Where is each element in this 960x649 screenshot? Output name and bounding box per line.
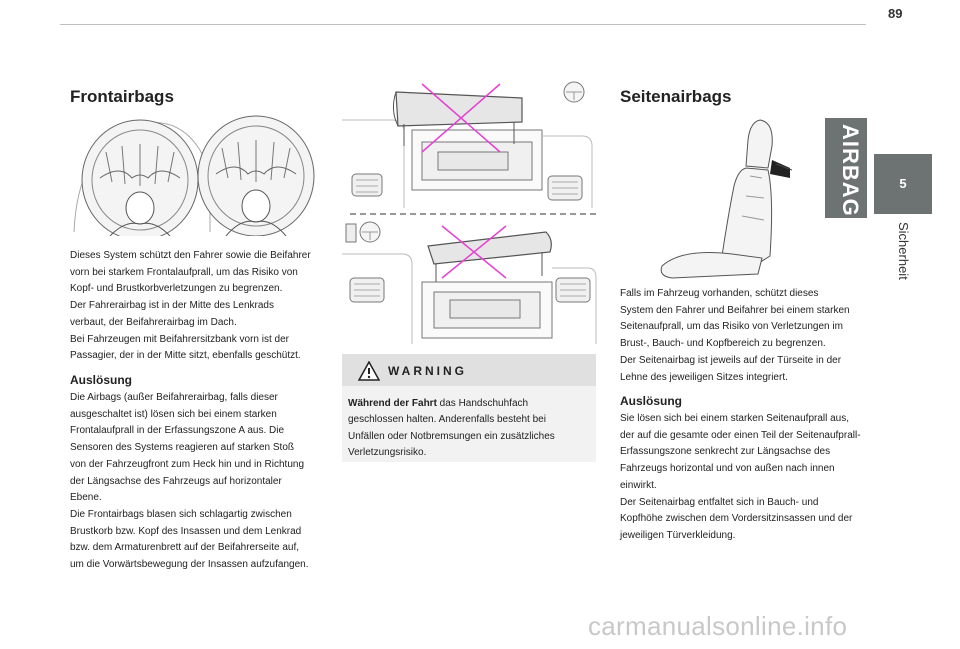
chapter-title-vertical: Sicherheit — [896, 222, 911, 292]
text-line: Falls im Fahrzeug vorhanden, schützt die… — [620, 288, 819, 299]
warning-header: WARNING — [342, 354, 596, 386]
text-line: einwirkt. — [620, 479, 657, 491]
text-line: Unfällen oder Notbremsungen ein zusätzli… — [348, 430, 555, 442]
text-line: System den Fahrer und Beifahrer bei eine… — [620, 304, 850, 316]
frontairbags-description: Dieses System schützt den Fahrer sowie d… — [70, 248, 332, 365]
airbag-label-vertical: AIRBAG — [825, 118, 867, 218]
warning-box: WARNING Während der Fahrt das Handschuhf… — [342, 354, 596, 462]
text-line: ausgeschaltet ist) lösen sich bei einem … — [70, 408, 277, 420]
text-line: Kopf- und Brustkorbverletzungen zu begre… — [70, 283, 283, 295]
text-line: Der Fahrerairbag ist in der Mitte des Le… — [70, 300, 274, 312]
text-line: Sensoren des Systems reagieren auf stark… — [70, 442, 295, 454]
text-line: Brustkorb bzw. Kopf des Insassen und dem… — [70, 525, 302, 537]
text-line: Frontalaufprall in der Erfassungszone A … — [70, 425, 285, 437]
text-line: Verletzungsrisiko. — [348, 446, 427, 458]
text-line: bzw. dem Armaturenbrett auf der Beifahre… — [70, 542, 300, 554]
text-line: der auf die gesamte oder einen Teil der … — [620, 429, 861, 441]
frontairbags-title: Frontairbags — [70, 87, 174, 106]
text-line: vorn bei starkem Frontalaufprall, um das… — [70, 266, 298, 278]
text-line: Die Airbags (außer Beifahrerairbag, fall… — [70, 392, 278, 403]
text-line: der Längsachse des Fahrzeugs auf horizon… — [70, 475, 282, 487]
airbag-label: AIRBAG — [838, 124, 863, 217]
dashed-divider — [350, 213, 596, 215]
text-line: Lehne des jeweiligen Sitzes integriert. — [620, 371, 788, 383]
text-line: Bei Fahrzeugen mit Beifahrersitzbank vor… — [70, 333, 289, 345]
text-line: von der Fahrzeugfront zum Heck hin und i… — [70, 458, 305, 470]
text-line: Fahrzeugs horizontal und von außen nach … — [620, 463, 835, 475]
glovebox-illustration-bottom — [342, 221, 597, 344]
seitenairbags-trigger-text: Sie lösen sich bei einem starken Seitena… — [620, 411, 882, 545]
text-line: Dieses System schützt den Fahrer sowie d… — [70, 250, 311, 261]
text-line: geschlossen halten. Anderenfalls besteht… — [348, 414, 546, 426]
frontairbags-trigger-text: Die Airbags (außer Beifahrerairbag, fall… — [70, 390, 332, 574]
text-line: Erfassungszone senkrecht zur Längsachse … — [620, 446, 831, 458]
text-line: Brust-, Bauch- und Kopfbereich zu begren… — [620, 338, 826, 350]
warning-title: WARNING — [388, 364, 467, 378]
watermark: carmanualsonline.info — [588, 611, 848, 641]
text-line: jeweiligen Türverkleidung. — [620, 529, 736, 541]
text-line: Sie lösen sich bei einem starken Seitena… — [620, 413, 850, 424]
seitenairbags-title: Seitenairbags — [620, 87, 732, 106]
frontal-airbags-illustration — [70, 112, 322, 236]
text-line: Seitenaufprall, um das Risiko von Verlet… — [620, 321, 843, 333]
text-line: Der Seitenairbag entfaltet sich in Bauch… — [620, 496, 819, 508]
chapter-title: Sicherheit — [896, 222, 911, 280]
text-line: verbaut, der Beifahrerairbag im Dach. — [70, 316, 237, 328]
auslosung-heading-front: Auslösung — [70, 373, 132, 387]
text-line: Während der Fahrt das Handschuhfach — [348, 396, 586, 412]
text-line: Ebene. — [70, 492, 102, 504]
seitenairbags-description: Falls im Fahrzeug vorhanden, schützt die… — [620, 286, 882, 386]
text-line: Passagier, der in der Mitte sitzt, ebenf… — [70, 350, 301, 362]
chapter-number: 5 — [899, 176, 907, 191]
text-line: Der Seitenairbag ist jeweils auf der Tür… — [620, 354, 842, 366]
glovebox-illustration-top — [342, 81, 593, 208]
page-number: 89 — [888, 6, 903, 21]
text-line: Die Frontairbags blasen sich schlagartig… — [70, 508, 292, 520]
warning-bold: Während der Fahrt — [348, 398, 437, 409]
warning-triangle-icon — [358, 361, 380, 381]
top-rule — [60, 24, 866, 25]
text-line: Kopfhöhe zwischen dem Vordersitzinsassen… — [620, 513, 853, 525]
seat-illustration — [660, 119, 792, 279]
text-line: um die Vorwärtsbewegung der Insassen auf… — [70, 559, 309, 571]
warning-line: das Handschuhfach — [436, 398, 529, 409]
auslosung-heading-side: Auslösung — [620, 394, 682, 408]
chapter-tab — [874, 154, 932, 214]
warning-text: Während der Fahrt das Handschuhfach gesc… — [348, 396, 586, 461]
